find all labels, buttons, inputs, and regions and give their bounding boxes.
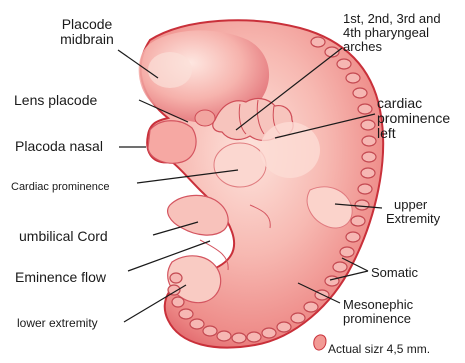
- label-placoda-nasal: Placoda nasal: [15, 139, 103, 153]
- label-cardiac-left-line3: left: [377, 126, 450, 140]
- label-mesonephic-prominence: Mesonephic prominence: [343, 298, 413, 325]
- label-placode-midbrain-line2: midbrain: [47, 32, 127, 46]
- actual-size-icon: [314, 335, 326, 350]
- label-mesonephic-line1: Mesonephic: [343, 298, 413, 311]
- label-cardiac-left-line1: cardiac: [377, 96, 450, 110]
- label-eminence-flow: Eminence flow: [15, 270, 106, 284]
- lens-placode-shape: [195, 110, 215, 126]
- label-somatic: Somatic: [371, 266, 418, 279]
- cardiac-left-shape: [260, 122, 320, 178]
- cardiac-prominence-shape: [214, 143, 266, 187]
- label-cardiac-left-line2: prominence: [377, 111, 450, 125]
- label-upper-line1: upper: [386, 198, 440, 211]
- label-pharyngeal-arches: 1st, 2nd, 3rd and 4th pharyngeal arches: [343, 12, 441, 53]
- label-lower-extremity: lower extremity: [17, 317, 98, 329]
- label-umbilical-cord: umbilical Cord: [19, 229, 108, 243]
- label-upper-extremity: upper Extremity: [386, 198, 440, 225]
- label-actual-size: Actual sizr 4,5 mm.: [328, 343, 430, 355]
- midbrain-bulge: [148, 52, 192, 88]
- label-cardiac-prominence-left: cardiac prominence left: [377, 96, 450, 140]
- label-placode-midbrain: Placode midbrain: [47, 17, 127, 46]
- label-cardiac-prominence: Cardiac prominence: [11, 182, 109, 193]
- label-arches-line3: arches: [343, 40, 441, 53]
- label-upper-line2: Extremity: [386, 212, 440, 225]
- label-arches-line1: 1st, 2nd, 3rd and: [343, 12, 441, 25]
- label-lens-placode: Lens placode: [14, 93, 97, 107]
- label-placode-midbrain-line1: Placode: [47, 17, 127, 31]
- label-arches-line2: 4th pharyngeal: [343, 26, 441, 39]
- label-mesonephic-line2: prominence: [343, 312, 413, 325]
- nasal-region: [148, 121, 196, 164]
